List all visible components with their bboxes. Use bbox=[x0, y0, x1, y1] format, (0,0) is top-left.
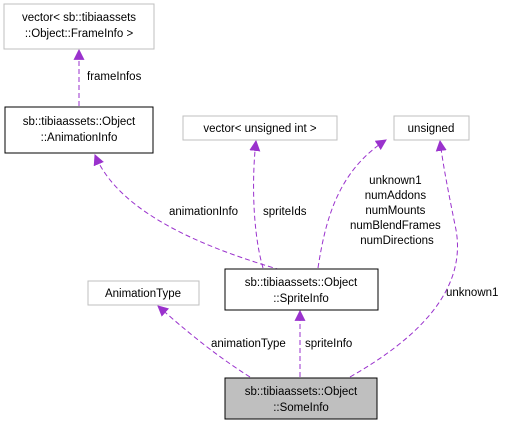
node-frameinfo-vector-line1: vector< sb::tibiaassets bbox=[22, 12, 136, 24]
node-animation-info[interactable]: sb::tibiaassets::Object ::AnimationInfo bbox=[4, 106, 154, 154]
node-sprite-info[interactable]: sb::tibiaassets::Object ::SpriteInfo bbox=[224, 268, 379, 311]
node-unsigned-line1: unsigned bbox=[408, 123, 455, 135]
label-numaddons: numAddons bbox=[365, 190, 427, 202]
label-sprite-unsigned-list: unknown1 numAddons numMounts numBlendFra… bbox=[350, 175, 444, 247]
node-sprite-info-line2: ::SpriteInfo bbox=[273, 293, 329, 305]
node-some-info-line1: sb::tibiaassets::Object bbox=[245, 386, 358, 398]
node-unsigned[interactable]: unsigned bbox=[393, 115, 470, 141]
node-animation-type[interactable]: AnimationType bbox=[87, 280, 200, 306]
node-uint-vector[interactable]: vector< unsigned int > bbox=[182, 115, 338, 141]
label-spriteids: spriteIds bbox=[263, 206, 307, 218]
node-frameinfo-vector[interactable]: vector< sb::tibiaassets ::Object::FrameI… bbox=[3, 3, 155, 50]
edge-spriteids bbox=[249, 139, 264, 269]
node-animation-type-line1: AnimationType bbox=[105, 288, 181, 300]
label-numdirections: numDirections bbox=[360, 235, 434, 247]
node-uint-vector-line1: vector< unsigned int > bbox=[203, 123, 316, 135]
edge-animationtype bbox=[157, 305, 251, 378]
label-animationtype: animationType bbox=[211, 338, 286, 350]
node-animation-info-line2: ::AnimationInfo bbox=[41, 132, 118, 144]
node-animation-info-line1: sb::tibiaassets::Object bbox=[23, 116, 136, 128]
label-animationinfo: animationInfo bbox=[169, 206, 238, 218]
node-some-info-line2: ::SomeInfo bbox=[273, 402, 329, 414]
edge-animationinfo bbox=[93, 153, 289, 273]
edge-sprite-unsigned bbox=[317, 139, 387, 269]
node-sprite-info-line1: sb::tibiaassets::Object bbox=[245, 277, 358, 289]
edge-labels: frameInfos animationInfo spriteIds unkno… bbox=[87, 71, 498, 350]
node-some-info[interactable]: sb::tibiaassets::Object ::SomeInfo bbox=[224, 377, 378, 420]
label-frameinfos: frameInfos bbox=[87, 71, 142, 83]
node-frameinfo-vector-line2: ::Object::FrameInfo > bbox=[25, 28, 134, 40]
edges bbox=[73, 48, 458, 378]
label-spriteinfo: spriteInfo bbox=[305, 338, 352, 350]
label-nummounts: numMounts bbox=[365, 205, 425, 217]
label-unknown1: unknown1 bbox=[369, 175, 421, 187]
label-numblendframes: numBlendFrames bbox=[350, 220, 441, 232]
label-some-unknown1: unknown1 bbox=[446, 287, 498, 299]
edge-some-unsigned bbox=[349, 139, 458, 378]
